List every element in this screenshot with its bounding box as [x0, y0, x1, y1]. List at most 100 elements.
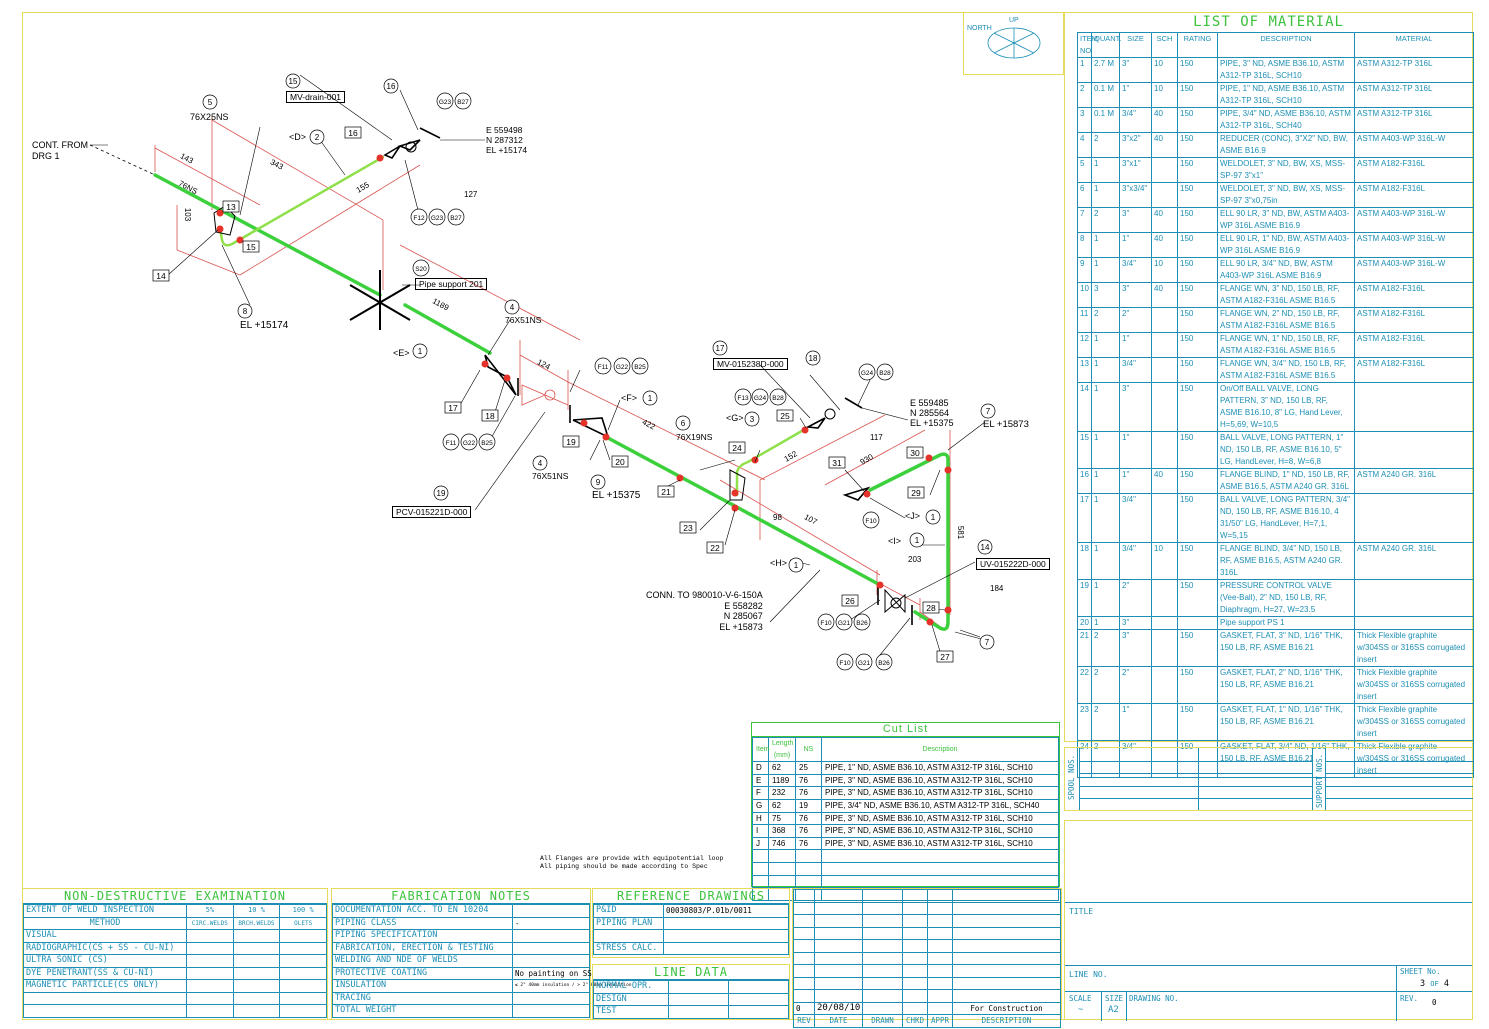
- weld-number-box: 23: [679, 521, 697, 534]
- cut-cell-description: PIPE, 3/4" ND, ASME B36.10, ASTM A312-TP…: [821, 798, 1059, 813]
- nde-check-cell[interactable]: [279, 941, 327, 955]
- revision-cell: [814, 989, 863, 1003]
- material-cell-rating: 150: [1177, 666, 1218, 704]
- revision-row-empty: [793, 926, 1061, 940]
- fabrication-label: WELDING AND NDE OF WELDS: [332, 954, 513, 968]
- svg-text:F10: F10: [865, 518, 877, 525]
- material-cell-sch: [1151, 307, 1178, 333]
- material-cell-size: 3"x3/4": [1119, 182, 1152, 208]
- item-bubble: G23: [436, 92, 454, 110]
- material-cell-description: Pipe support PS 1: [1217, 616, 1355, 630]
- material-cell-sch: [1151, 579, 1178, 617]
- branch-pipes: [218, 155, 809, 497]
- conn-to-n: N 285067: [723, 611, 763, 621]
- weld-number-box: 28: [922, 601, 940, 614]
- nde-check-cell[interactable]: [279, 929, 327, 943]
- nde-check-cell[interactable]: [186, 1004, 234, 1018]
- nde-check-cell[interactable]: [232, 966, 281, 980]
- svg-text:1: 1: [794, 561, 799, 570]
- material-cell-quant: 2: [1091, 307, 1120, 333]
- material-cell-quant: 2.7 M: [1091, 57, 1120, 83]
- material-cell-size: 1": [1119, 82, 1152, 108]
- material-cell-size: 3": [1119, 57, 1152, 83]
- line-data-value-2[interactable]: [728, 1005, 789, 1019]
- svg-text:G21: G21: [838, 620, 851, 627]
- material-cell-rating: [1177, 616, 1218, 630]
- revision-cell: [793, 889, 815, 903]
- nde-check-cell[interactable]: [279, 1004, 327, 1018]
- cont-from-line1: CONT. FROM: [32, 140, 88, 150]
- cut-cell-length: 368: [768, 824, 796, 838]
- material-col-header: QUANT.: [1091, 32, 1122, 58]
- material-cell-description: FLANGE BLIND, 1" ND, 150 LB, RF, ASME B1…: [1217, 468, 1355, 494]
- svg-text:F10: F10: [820, 620, 832, 627]
- nde-check-cell[interactable]: [279, 966, 327, 980]
- svg-text:5: 5: [208, 98, 213, 107]
- nde-check-cell[interactable]: [232, 929, 281, 943]
- nde-check-cell[interactable]: [279, 991, 327, 1005]
- material-cell-quant: 1: [1091, 332, 1120, 358]
- nde-check-cell[interactable]: [232, 1004, 281, 1018]
- cut-cell-ns: 25: [795, 761, 822, 775]
- nde-check-cell[interactable]: [186, 929, 234, 943]
- nde-check-cell[interactable]: [186, 991, 234, 1005]
- revision-appr: [927, 1001, 953, 1015]
- cut-cell-description: PIPE, 3" ND, ASME B36.10, ASTM A312-TP 3…: [821, 811, 1059, 826]
- cut-cell-item: I: [752, 824, 769, 838]
- material-cell-quant: 2: [1091, 703, 1120, 741]
- revision-col-header: DRAWN: [862, 1014, 903, 1028]
- svg-text:15: 15: [289, 77, 298, 86]
- nde-method: [23, 991, 187, 1005]
- fabrication-row: INSULATION≤ 2" 40mm insulation / > 2" 60…: [332, 979, 632, 993]
- material-cell-description: GASKET, FLAT, 3/4" ND, 1/16" THK, 150 LB…: [1217, 740, 1355, 778]
- nde-check-cell[interactable]: [232, 954, 281, 968]
- nde-check-cell[interactable]: [232, 991, 281, 1005]
- item-bubble: B27: [454, 92, 472, 110]
- revision-row-empty: [793, 951, 1061, 965]
- revision-cell: [927, 976, 953, 990]
- nde-percent: 5%: [186, 904, 234, 918]
- nde-check-cell[interactable]: [186, 966, 234, 980]
- item-bubble: 2: [309, 129, 325, 145]
- material-cell-quant: 1: [1091, 431, 1120, 469]
- line-data-value-1[interactable]: [668, 1005, 729, 1019]
- nde-check-cell[interactable]: [279, 979, 327, 993]
- nde-check-cell[interactable]: [186, 941, 234, 955]
- segment-f: <F>: [621, 393, 638, 403]
- material-cell-rating: 150: [1177, 382, 1218, 432]
- revision-cell: [927, 939, 953, 953]
- title-block: TITLE LINE NO. SHEET No. 3 OF 4 SCALE ~ …: [1064, 820, 1473, 1021]
- line-data-value-1[interactable]: [668, 980, 729, 994]
- material-cell-item: 2: [1077, 82, 1092, 108]
- nde-check-cell[interactable]: [186, 954, 234, 968]
- fabrication-value: [512, 954, 590, 968]
- material-cell-rating: 150: [1177, 579, 1218, 617]
- item-bubble: 14: [977, 539, 993, 555]
- sheet-divider: [1396, 965, 1397, 1021]
- line-data-value-2[interactable]: [728, 992, 789, 1006]
- svg-text:1: 1: [418, 347, 423, 356]
- nde-check-cell[interactable]: [232, 941, 281, 955]
- line-data-value-1[interactable]: [668, 992, 729, 1006]
- revision-cell: [952, 964, 1061, 978]
- item-bubble: G21: [855, 653, 873, 671]
- cut-cell-length: 75: [768, 811, 796, 826]
- svg-text:31: 31: [832, 458, 842, 468]
- cut-col-header: Length (mm): [768, 736, 796, 763]
- nde-check-cell[interactable]: [186, 979, 234, 993]
- spool-label-cell: SPOOL NOS.: [1065, 748, 1080, 810]
- line-data-value-2[interactable]: [728, 980, 789, 994]
- material-cell-quant: 1: [1091, 579, 1120, 617]
- nde-weld-type: OLETS: [279, 916, 327, 930]
- nde-check-cell[interactable]: [279, 954, 327, 968]
- nde-weld-type: CIRC.WELDS: [186, 916, 234, 930]
- material-cell-quant: 1: [1091, 542, 1120, 580]
- nde-method: DYE PENETRANT(SS & CU-NI): [23, 966, 187, 980]
- material-cell-quant: 3: [1091, 282, 1120, 308]
- up-label: UP: [1009, 17, 1019, 24]
- nde-check-cell[interactable]: [232, 979, 281, 993]
- svg-text:S20: S20: [415, 266, 427, 273]
- material-cell-item: 6: [1077, 182, 1092, 208]
